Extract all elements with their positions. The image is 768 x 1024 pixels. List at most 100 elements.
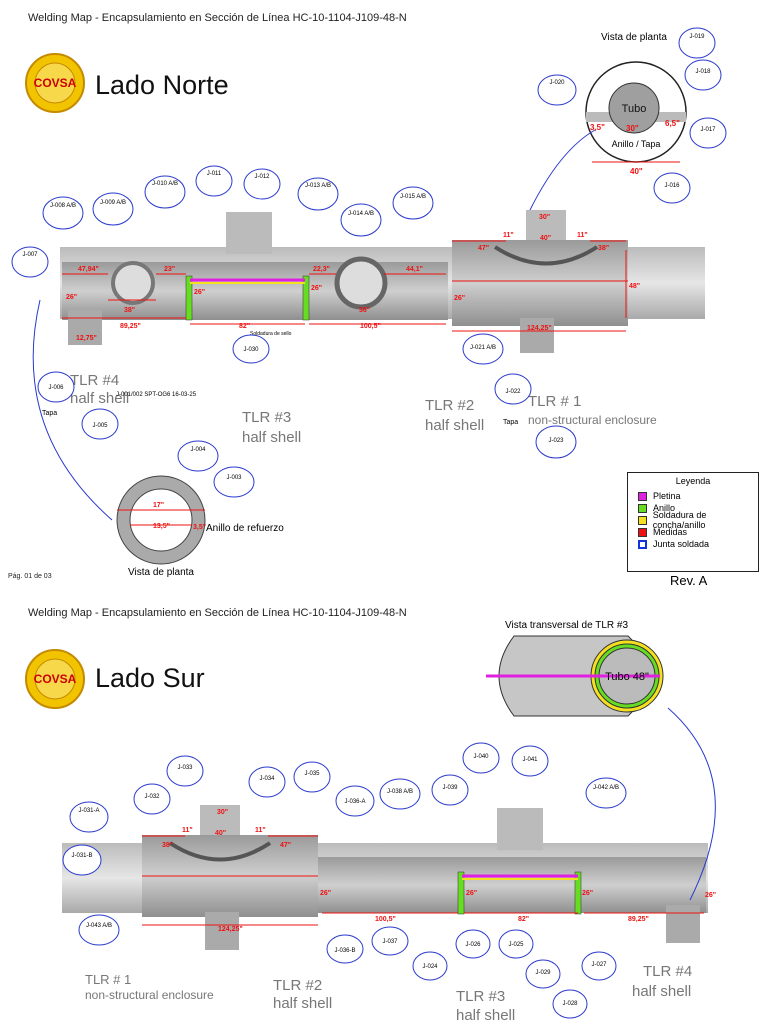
svg-text:40": 40" — [630, 167, 643, 176]
dimension-labels: 47,94" 38" 23" 89,25" 82" 22,3" 44,1" 10… — [66, 214, 640, 342]
dim-label: 26" — [194, 289, 205, 296]
dimension-lines — [62, 240, 628, 332]
svg-text:89,25": 89,25" — [628, 916, 649, 923]
bottom-nozzle-p2 — [205, 912, 239, 950]
svg-text:J-005: J-005 — [92, 423, 108, 429]
joint-bubble: J-041 — [511, 745, 549, 777]
svg-text:11": 11" — [255, 827, 266, 834]
tlr3-shell — [188, 262, 308, 320]
svg-text:30": 30" — [217, 809, 228, 816]
svg-text:26": 26" — [466, 890, 477, 897]
svg-text:TLR #3: TLR #3 — [242, 409, 291, 426]
svg-text:J-004: J-004 — [190, 447, 206, 453]
side-title-north: Lado Norte — [95, 70, 229, 100]
dimension-labels-p2: 30" 38" 11" 40" 11" 47" 124,25" 26" 100,… — [162, 809, 716, 933]
joint-bubble: J-043 A/B — [78, 914, 120, 946]
ring-dims: 17" 13,5" 3,5" — [153, 502, 206, 531]
svg-text:13,5": 13,5" — [153, 523, 170, 530]
bottom-nozzle-p2-right — [666, 905, 700, 943]
legend-title: Leyenda — [675, 476, 711, 486]
legend-item: Medidas — [638, 526, 758, 538]
svg-text:J-013 A/B: J-013 A/B — [305, 183, 331, 189]
revision-label: Rev. A — [670, 573, 708, 588]
svg-text:J-043 A/B: J-043 A/B — [86, 923, 112, 929]
svg-text:J-038 A/B: J-038 A/B — [387, 789, 413, 795]
soldadura-sello-label: Soldadura de sello — [250, 331, 292, 337]
dim-label: 23" — [164, 266, 175, 273]
plan-view2-label: Vista de planta — [128, 567, 194, 578]
joint-bubble: J-033 — [166, 755, 204, 787]
svg-text:J-018: J-018 — [695, 69, 711, 75]
tlr1-nozzle — [526, 210, 566, 240]
dim-label: 82" — [239, 323, 250, 330]
joint-bubble: J-014 A/B — [340, 203, 382, 237]
dim-label: 26" — [311, 285, 322, 292]
joint-bubble: J-005 — [81, 408, 119, 440]
joint-bubble: J-042 A/B — [585, 777, 627, 809]
legend-label: Medidas — [653, 527, 688, 537]
joint-bubble: J-039 — [431, 774, 469, 806]
svg-text:J-009 A/B: J-009 A/B — [100, 200, 126, 206]
svg-text:J-035: J-035 — [304, 771, 320, 777]
svg-text:3,5": 3,5" — [193, 524, 206, 531]
svg-text:J-041: J-041 — [522, 757, 538, 763]
svg-text:TLR # 1: TLR # 1 — [85, 972, 131, 987]
tapa-label: Tapa — [503, 419, 518, 426]
reinforcement-ring-inner — [129, 488, 193, 552]
joint-bubble: J-040 — [462, 742, 500, 774]
svg-text:3,5": 3,5" — [590, 123, 605, 132]
joint-bubble: J-036-B — [326, 934, 364, 964]
legend-label: Soldadura de concha/anillo — [652, 510, 707, 530]
svg-text:TLR # 1: TLR # 1 — [528, 393, 581, 410]
joint-bubble: J-026 — [455, 929, 491, 959]
dim-label: 22,3" — [313, 266, 330, 273]
legend-item: Pletina — [638, 490, 758, 502]
svg-text:TLR #2: TLR #2 — [273, 977, 322, 994]
dim-label: 30" — [539, 214, 550, 221]
svg-text:TLR #4: TLR #4 — [70, 372, 119, 389]
svg-text:J-023: J-023 — [548, 438, 564, 444]
svg-text:J-040: J-040 — [473, 754, 489, 760]
joint-bubble: J-019 — [678, 27, 716, 59]
dim-label: 38" — [124, 307, 135, 314]
joint-bubble: J-037 — [371, 926, 409, 956]
svg-text:half shell: half shell — [425, 417, 484, 434]
svg-text:26": 26" — [320, 890, 331, 897]
saddle-weld-p2 — [168, 841, 272, 862]
joint-bubble: J-035 — [293, 761, 331, 793]
svg-text:J-032: J-032 — [144, 794, 160, 800]
svg-text:half shell: half shell — [456, 1007, 515, 1024]
svg-text:J-008 A/B: J-008 A/B — [50, 203, 76, 209]
plan-dims: 3,5" 30" 6,5" 40" — [590, 119, 680, 176]
dim-label: 44,1" — [406, 266, 423, 273]
svg-text:J-017: J-017 — [700, 127, 716, 133]
joint-bubble: J-031-B — [62, 844, 102, 876]
tapa-label: Tapa — [42, 410, 57, 417]
svg-text:J-010 A/B: J-010 A/B — [152, 181, 178, 187]
svg-text:J-042 A/B: J-042 A/B — [593, 785, 619, 791]
tlr1-nozzle-p2 — [200, 805, 240, 835]
svg-text:26": 26" — [582, 890, 593, 897]
svg-text:TLR #3: TLR #3 — [456, 988, 505, 1005]
dim-label: 38" — [598, 245, 609, 252]
tlr-labels-p1: TLR #4 half shell TLR #3 half shell TLR … — [70, 372, 657, 446]
side-title-south: Lado Sur — [95, 663, 205, 693]
dim-label: 12,75" — [76, 335, 97, 342]
joint-bubble: J-022 — [494, 373, 532, 405]
port-ring-left — [111, 261, 155, 305]
svg-text:J-039: J-039 — [442, 785, 458, 791]
svg-text:40": 40" — [215, 830, 226, 837]
joint-bubble: J-010 A/B — [144, 175, 186, 209]
svg-text:J-027: J-027 — [591, 962, 607, 968]
ring-left — [185, 275, 193, 321]
legend-label: Pletina — [653, 491, 681, 501]
svg-text:J-007: J-007 — [22, 252, 38, 258]
svg-text:38": 38" — [162, 842, 173, 849]
covsa-logo-p2: COVSA — [24, 648, 86, 710]
ring-label: Anillo de refuerzo — [206, 523, 284, 534]
dim-label: 40" — [540, 235, 551, 242]
svg-text:124,25": 124,25" — [218, 926, 243, 933]
svg-text:26": 26" — [705, 892, 716, 899]
joint-bubble: J-034 — [248, 766, 286, 798]
bottom-nozzle-left — [68, 310, 102, 345]
